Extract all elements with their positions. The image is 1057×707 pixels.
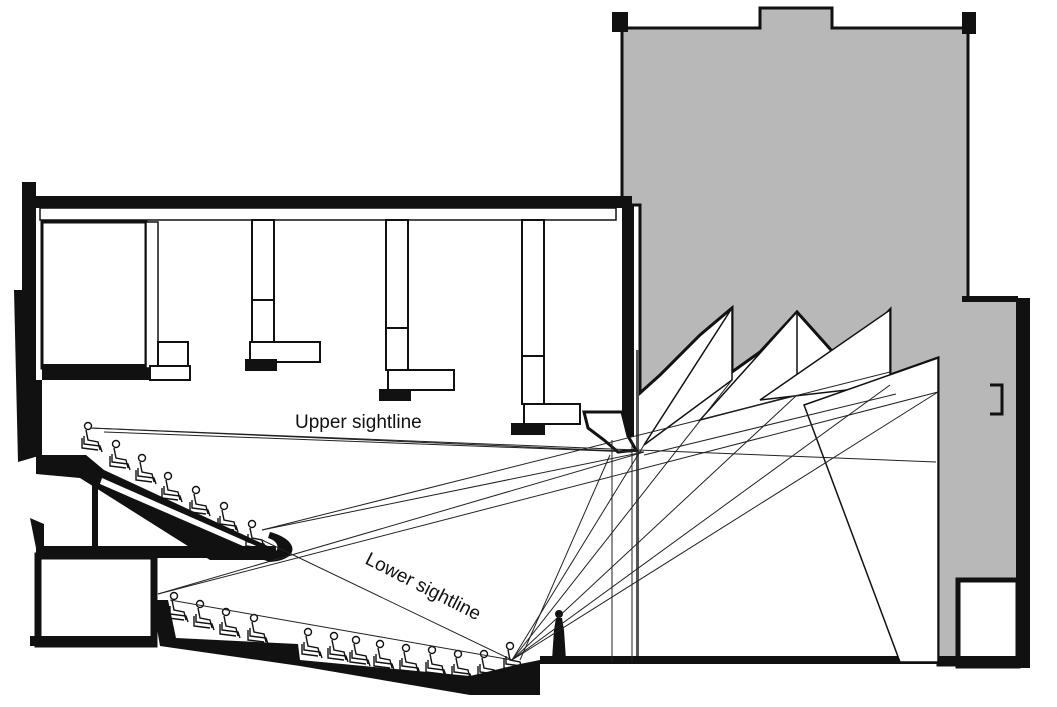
seated-figure <box>189 485 211 517</box>
seated-audience <box>81 421 525 681</box>
seated-figure <box>193 599 215 631</box>
seated-figure <box>327 631 349 663</box>
seated-figure <box>247 613 269 645</box>
seated-figure <box>373 639 395 671</box>
seated-figure <box>451 649 473 681</box>
balcony <box>30 455 293 562</box>
seated-figure <box>477 649 499 681</box>
seated-figure <box>245 519 267 551</box>
seated-figure <box>349 635 371 667</box>
seated-figure <box>301 627 323 659</box>
upper-sightline-label: Upper sightline <box>295 412 422 433</box>
ceiling-reflectors <box>149 219 581 435</box>
scenery-flats <box>643 305 939 663</box>
seated-figure <box>399 643 421 675</box>
lower-sightline-label: Lower sightline <box>362 549 484 625</box>
sightlines <box>89 371 939 662</box>
seated-figure <box>161 471 183 503</box>
seated-figure <box>135 453 157 485</box>
seated-figure <box>425 645 447 677</box>
stalls <box>30 552 1020 695</box>
seated-figure <box>81 421 103 453</box>
seated-figure <box>217 501 239 533</box>
seated-figure <box>167 591 189 623</box>
seated-figure <box>503 641 525 673</box>
auditorium-shell <box>14 182 639 662</box>
seated-figure <box>109 439 131 471</box>
seated-figure <box>219 607 241 639</box>
fly-tower <box>612 6 1030 669</box>
